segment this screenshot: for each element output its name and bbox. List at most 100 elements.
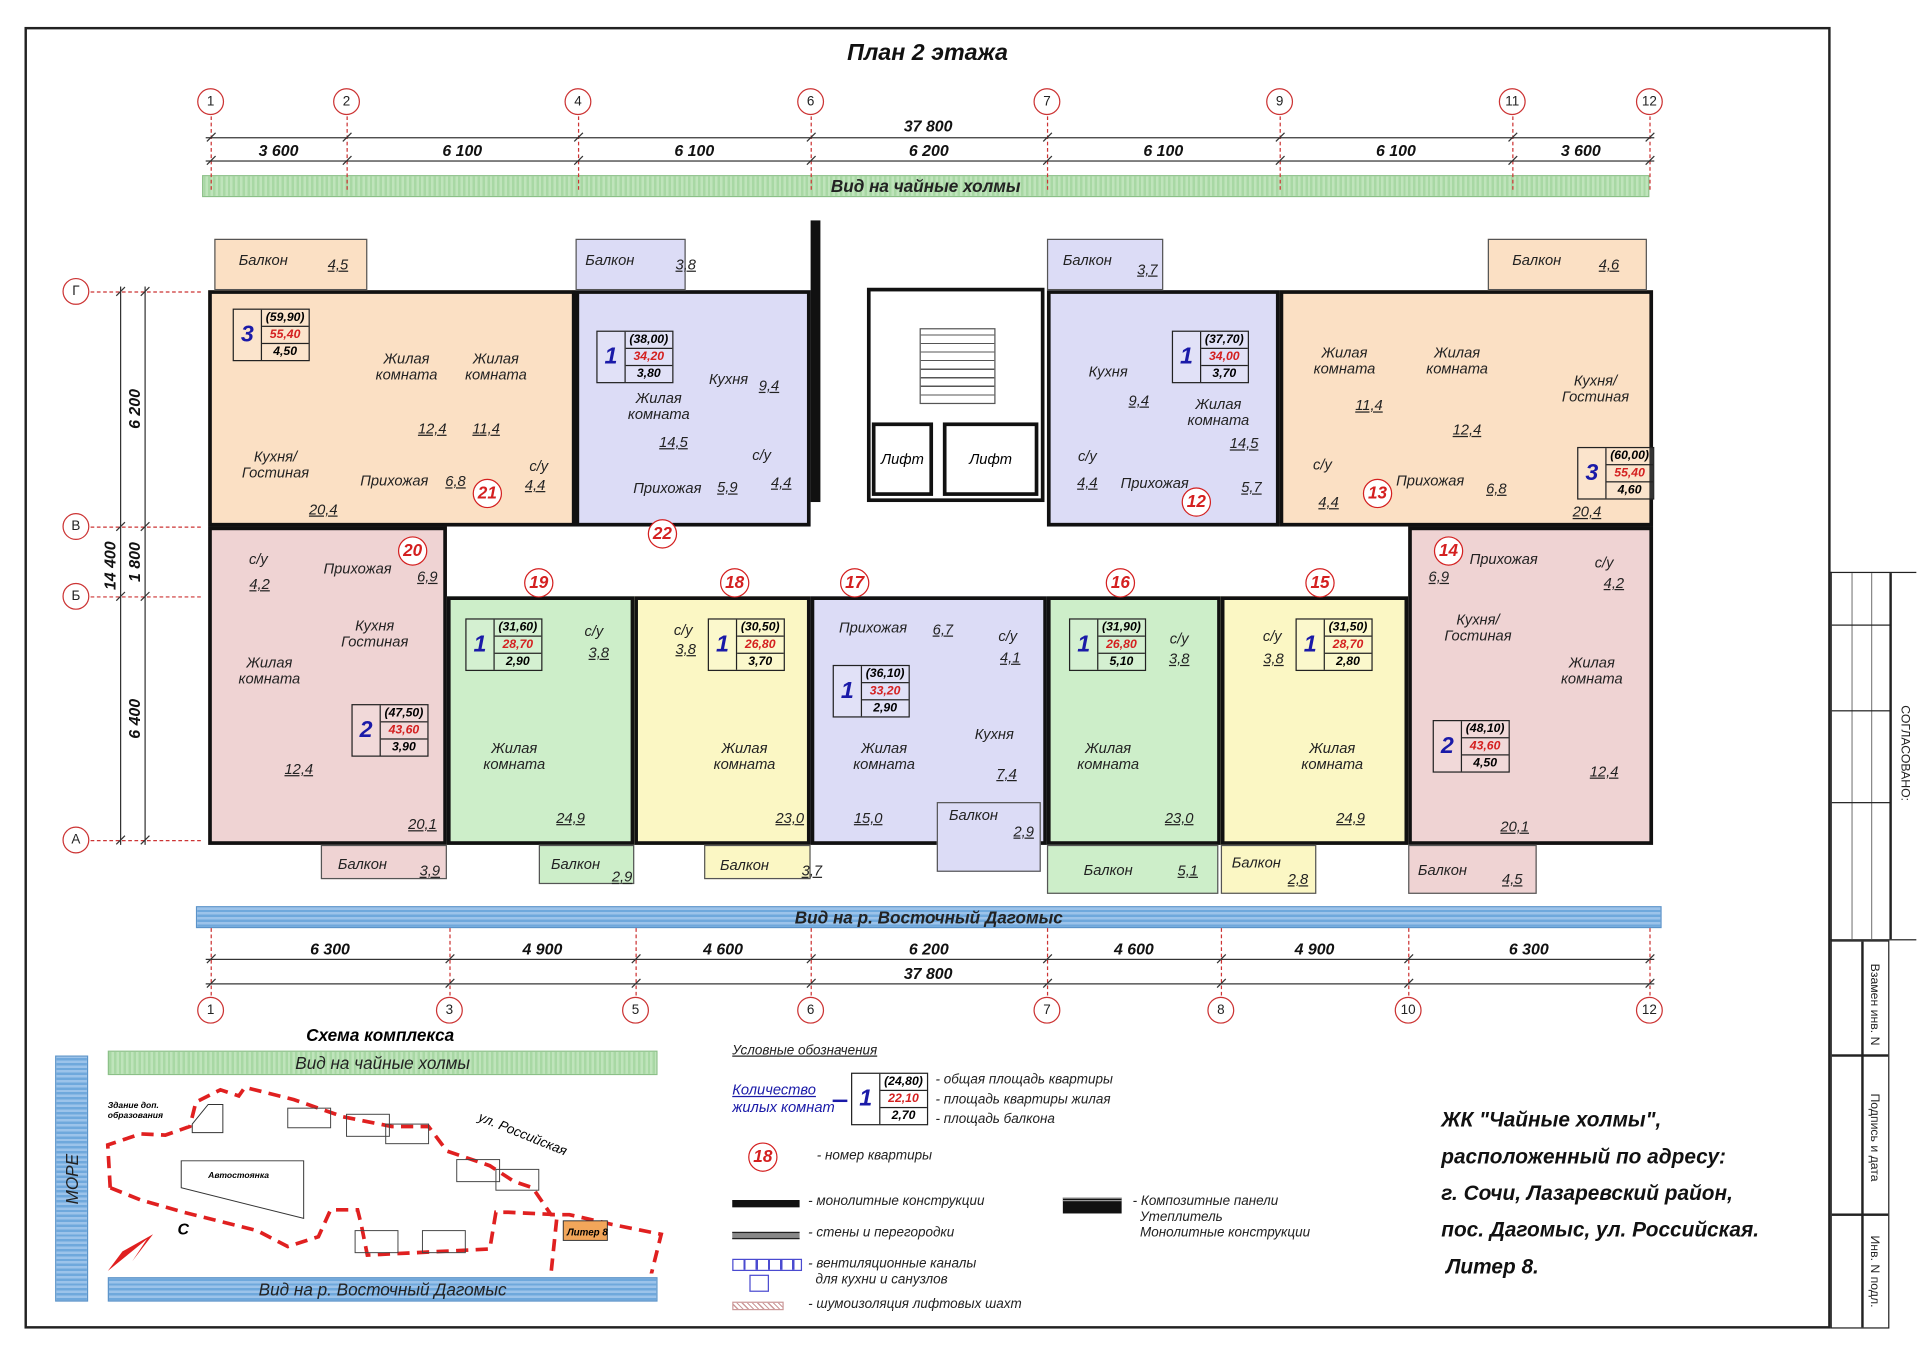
balcony-21 xyxy=(214,238,368,291)
dimension-bottom-segment: 4 900 xyxy=(522,939,563,959)
room-label: с/у xyxy=(529,457,549,475)
dimension-bottom-segment: 4 600 xyxy=(1113,939,1154,959)
dimension-top-segment: 3 600 xyxy=(258,141,299,160)
room-label: с/у xyxy=(248,550,268,568)
room-area: 15,0 xyxy=(853,809,883,827)
street-label: ул. Российская xyxy=(476,1109,570,1159)
dimension-line-bottom-total xyxy=(205,983,1655,985)
staircase xyxy=(919,328,996,405)
view-north-label: Вид на чайные холмы xyxy=(830,176,1021,196)
room-label: Жилая комната xyxy=(1077,739,1140,773)
rooms-count: 1 xyxy=(1297,619,1325,670)
room-label: Жилая комната xyxy=(465,350,527,384)
room-label: Жилая комната xyxy=(1301,739,1364,773)
balcony-area: 5,10 xyxy=(1109,655,1134,669)
address-line-4: пос. Дагомыс, ул. Российская. xyxy=(1441,1218,1760,1242)
axis-marker-left: Г xyxy=(62,277,90,305)
liter-8-building xyxy=(562,1220,608,1241)
room-label: Балкон xyxy=(550,855,601,873)
room-label: Жилая комната xyxy=(1187,395,1250,429)
living-area: 43,60 xyxy=(1462,738,1509,756)
living-area: 28,70 xyxy=(1324,637,1372,654)
axis-marker-left: В xyxy=(62,513,90,541)
balcony-12 xyxy=(1046,238,1164,291)
room-area: 6,8 xyxy=(1486,480,1507,498)
balcony-17 xyxy=(936,802,1041,872)
sea-band: МОРЕ xyxy=(55,1055,89,1302)
legend-composite-swatch xyxy=(1062,1197,1122,1214)
balcony-area: 4,60 xyxy=(1617,483,1642,498)
room-area: 4,5 xyxy=(1502,870,1523,888)
dimension-top-segment: 6 100 xyxy=(674,141,715,160)
room-area: 4,4 xyxy=(1318,493,1339,511)
axis-line-left xyxy=(90,291,201,293)
room-area: 4,4 xyxy=(771,473,792,492)
apartment-number: 18 xyxy=(720,568,750,598)
room-area: 11,4 xyxy=(1355,396,1383,414)
room-label: с/у xyxy=(752,446,772,464)
legend-noise-swatch xyxy=(732,1301,784,1311)
dimension-line-top-total xyxy=(205,137,1655,139)
rooms-count: 3 xyxy=(234,309,263,361)
room-area: 4,4 xyxy=(1077,473,1098,492)
stamp-signature: Подпись и дата xyxy=(1867,1093,1881,1182)
scheme-title: Схема комплекса xyxy=(306,1024,455,1045)
inventory-stamp: Взамен инв. N Подпись и дата Инв. N подл… xyxy=(1830,940,1890,1329)
room-label: Прихожая xyxy=(838,618,908,637)
plan-title: План 2 этажа xyxy=(847,40,1008,67)
room-area: 24,9 xyxy=(556,809,585,827)
room-area: 3,8 xyxy=(1263,650,1284,668)
dimension-line-bottom xyxy=(205,958,1655,961)
room-label: Жилая комната xyxy=(713,739,776,773)
room-label: Балкон xyxy=(1512,251,1562,269)
scheme-south-label: Вид на р. Восточный Дагомыс xyxy=(258,1279,507,1300)
complex-boundary xyxy=(105,1085,664,1274)
axis-line-left xyxy=(90,526,201,528)
apartment-13 xyxy=(1279,290,1654,527)
dimension-line-left-total xyxy=(120,286,122,845)
dimension-left-segment: 6 400 xyxy=(125,698,144,739)
lift-2: Лифт xyxy=(942,422,1039,496)
total-area: (31,90) xyxy=(1098,620,1145,637)
room-label: Жилая комната xyxy=(483,739,546,773)
room-area: 20,1 xyxy=(1500,817,1529,836)
axis-marker-bottom: 5 xyxy=(622,996,649,1024)
axis-marker-top: 4 xyxy=(564,88,592,116)
axis-line-left xyxy=(90,596,201,598)
room-area: 2,9 xyxy=(1013,822,1034,841)
total-area: (48,10) xyxy=(1462,721,1509,739)
room-area: 6,7 xyxy=(932,620,954,638)
legend-monolith-swatch xyxy=(732,1200,800,1208)
apartment-12 xyxy=(1046,290,1280,527)
dimension-left-segment: 1 800 xyxy=(125,541,144,582)
axis-line-top xyxy=(1512,116,1514,190)
apartment-22 xyxy=(575,290,811,527)
room-area: 5,1 xyxy=(1177,862,1198,880)
living-area: 33,20 xyxy=(862,683,909,701)
lift-1-label: Лифт xyxy=(881,450,924,468)
dimension-top-segment: 6 100 xyxy=(1375,141,1416,160)
total-area: (38,00) xyxy=(625,332,672,349)
room-area: 11,4 xyxy=(472,420,500,438)
dimension-top-segment: 6 200 xyxy=(908,141,949,160)
legend-monolith-desc: - монолитные конструкции xyxy=(808,1193,985,1209)
room-label: Жилая комната xyxy=(238,653,301,687)
legend-composite-desc-2: Утеплитель xyxy=(1140,1209,1223,1225)
address-block: ЖК "Чайные холмы", расположенный по адре… xyxy=(1441,1102,1759,1286)
rooms-count: 1 xyxy=(467,619,495,670)
total-area: (31,50) xyxy=(1324,620,1372,637)
north-label: С xyxy=(178,1221,190,1238)
room-label: Кухня/ Гостиная xyxy=(1561,372,1630,406)
legend-rooms-label-2: жилых комнат xyxy=(732,1098,835,1116)
dimension-top-segment: 6 100 xyxy=(1143,141,1184,160)
axis-line-left xyxy=(90,840,201,842)
axis-marker-top: 9 xyxy=(1266,88,1294,116)
apartment-19 xyxy=(446,596,635,845)
apartment-number: 15 xyxy=(1305,568,1335,598)
legend-vent-desc-2: для кухни и санузлов xyxy=(815,1272,948,1287)
living-area: 26,80 xyxy=(1098,637,1145,654)
balcony-area: 4,50 xyxy=(273,345,298,359)
legend-noise-desc: - шумоизоляция лифтовых шахт xyxy=(808,1296,1022,1312)
axis-line-bottom xyxy=(635,928,637,996)
